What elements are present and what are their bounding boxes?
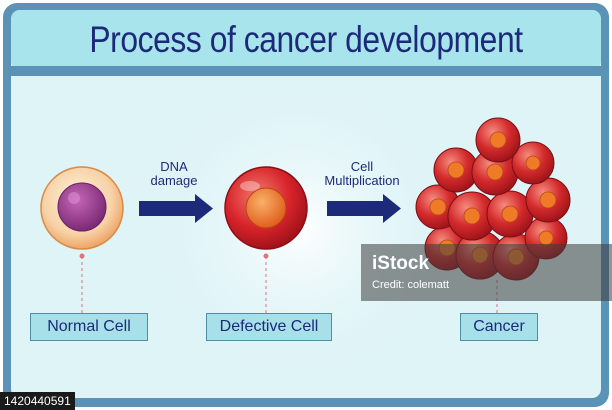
arrow-label-dna-damage: DNA damage — [140, 160, 208, 188]
stock-id: 1420440591 — [0, 392, 75, 410]
page-title: Process of cancer development — [89, 19, 523, 60]
title-divider — [11, 66, 601, 76]
watermark-brand: iStock — [372, 253, 430, 274]
arrow-label-cell-multiplication: Cell Multiplication — [318, 160, 406, 188]
label-normal-cell: Normal Cell — [30, 313, 148, 341]
label-defective-cell: Defective Cell — [206, 313, 332, 341]
arrow-label-line: Cell — [350, 159, 374, 174]
arrow-dna-damage — [139, 194, 213, 223]
arrow-label-line: damage — [150, 173, 198, 188]
label-cancer: Cancer — [460, 313, 538, 341]
title-bar — [11, 10, 601, 70]
watermark-credit: Credit: colematt — [372, 279, 450, 291]
leader-dot-defective — [263, 253, 269, 259]
arrow-label-line: Multiplication — [324, 173, 400, 188]
defective-cell-icon — [224, 166, 308, 250]
arrow-label-line: DNA — [160, 159, 188, 174]
arrow-cell-multiplication — [327, 194, 401, 223]
leader-dot-normal — [79, 253, 85, 259]
normal-cell-icon — [40, 166, 124, 250]
watermark-banner — [361, 244, 612, 301]
